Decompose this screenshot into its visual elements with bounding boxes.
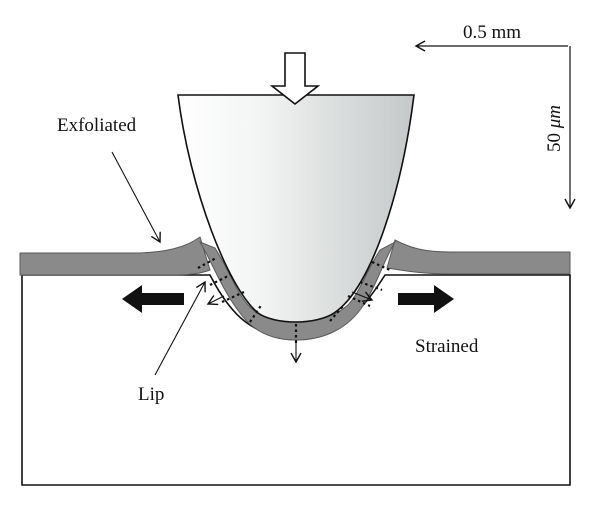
label-scale-vertical-value: 50 bbox=[544, 128, 565, 152]
coating-right bbox=[386, 239, 571, 275]
indenter-tip bbox=[177, 94, 415, 323]
solid-left-arrow-icon bbox=[122, 285, 184, 313]
lip-leader bbox=[154, 280, 206, 376]
hollow-down-arrow-icon bbox=[269, 52, 321, 106]
label-lip: Lip bbox=[138, 384, 164, 405]
label-scale-vertical: 50 μm bbox=[544, 105, 565, 152]
solid-right-arrow-icon bbox=[398, 285, 454, 313]
label-scale-vertical-unit: μm bbox=[544, 105, 565, 129]
label-exfoliated: Exfoliated bbox=[57, 115, 137, 136]
stress-arrows bbox=[206, 291, 374, 364]
label-strained: Strained bbox=[415, 336, 479, 357]
label-scale-horizontal: 0.5 mm bbox=[463, 22, 521, 43]
coating-left bbox=[19, 236, 211, 276]
exfoliated-leader bbox=[111, 151, 161, 244]
